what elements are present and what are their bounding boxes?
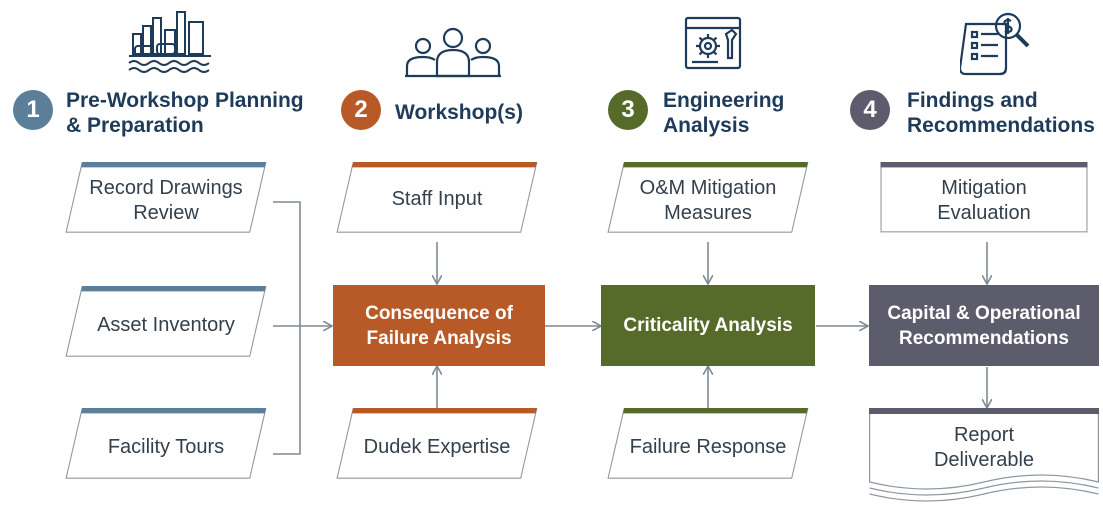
people-icon: [405, 27, 501, 78]
phase-3-title-line1: Engineering: [663, 89, 785, 112]
dudek-expertise-box: Dudek Expertise: [326, 408, 548, 480]
factory-icon: [128, 11, 211, 73]
failure-response-label: Failure Response: [629, 435, 787, 458]
blueprint-gear-icon: [684, 16, 742, 70]
facility-tours-box: Facility Tours: [55, 408, 277, 480]
dudek-expertise-label: Dudek Expertise: [363, 435, 511, 458]
criticality-analysis-box: Criticality Analysis: [601, 285, 815, 366]
phase-2-title: Workshop(s): [395, 100, 523, 125]
phase-1-title-line2: & Preparation: [66, 114, 204, 137]
document-search-icon: [960, 12, 1030, 76]
staff-input-label: Staff Input: [391, 187, 483, 210]
asset-inventory-box: Asset Inventory: [55, 286, 277, 358]
phase-4-title: Findings and Recommendations: [907, 88, 1095, 138]
phase-3-number-badge: 3: [608, 90, 648, 130]
asset-inventory-label: Asset Inventory: [97, 313, 235, 336]
phase-3-title-line2: Analysis: [663, 114, 750, 137]
phase-2-number-badge: 2: [341, 90, 381, 130]
phase-2-title-line1: Workshop(s): [395, 101, 523, 124]
phase-1-title: Pre-Workshop Planning & Preparation: [66, 88, 304, 138]
phase-4-title-line2: Recommendations: [907, 114, 1095, 137]
staff-input-box: Staff Input: [326, 162, 548, 234]
phase-1-number-badge: 1: [13, 90, 53, 130]
failure-response-box: Failure Response: [597, 408, 819, 480]
phase-4-title-line1: Findings and: [907, 89, 1038, 112]
phase-3-title: Engineering Analysis: [663, 88, 784, 138]
phase-4-number-badge: 4: [850, 90, 890, 130]
bracket-line: [273, 201, 301, 455]
facility-tours-label: Facility Tours: [107, 435, 225, 458]
phase-1-title-line1: Pre-Workshop Planning: [66, 89, 304, 112]
